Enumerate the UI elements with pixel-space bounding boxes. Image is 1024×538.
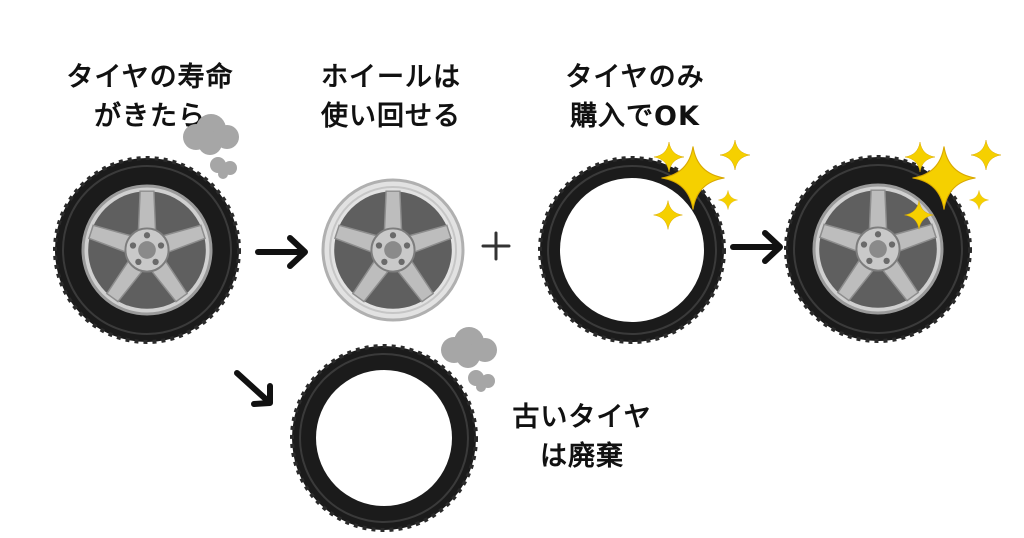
caption-dispose-line2: は廃棄 xyxy=(540,441,624,472)
new-tire-wheel-icon xyxy=(784,155,972,343)
caption-dispose-line1: 古いタイヤ xyxy=(512,402,652,433)
caption-buy-tire-line2: 購入でOK xyxy=(570,101,700,132)
caption-reuse-wheel-line1: ホイールは xyxy=(321,62,461,93)
wheel-only-icon xyxy=(321,178,465,322)
caption-worn-tire-line2: がきたら xyxy=(94,101,206,132)
worn-tire-wheel-icon xyxy=(53,156,241,344)
caption-worn-tire: タイヤの寿命 がきたら xyxy=(40,58,260,136)
caption-buy-tire: タイヤのみ 購入でOK xyxy=(540,58,730,136)
plus-icon xyxy=(481,231,511,261)
arrow-right-icon xyxy=(255,235,308,269)
caption-worn-tire-line1: タイヤの寿命 xyxy=(66,62,234,93)
caption-buy-tire-line1: タイヤのみ xyxy=(565,62,705,93)
arrow-right-icon xyxy=(730,230,783,264)
caption-reuse-wheel-line2: 使い回せる xyxy=(321,101,461,132)
old-tire-icon xyxy=(290,344,478,532)
caption-reuse-wheel: ホイールは 使い回せる xyxy=(296,58,486,136)
arrow-down-right-icon xyxy=(234,370,273,407)
caption-dispose: 古いタイヤ は廃棄 xyxy=(492,398,672,476)
